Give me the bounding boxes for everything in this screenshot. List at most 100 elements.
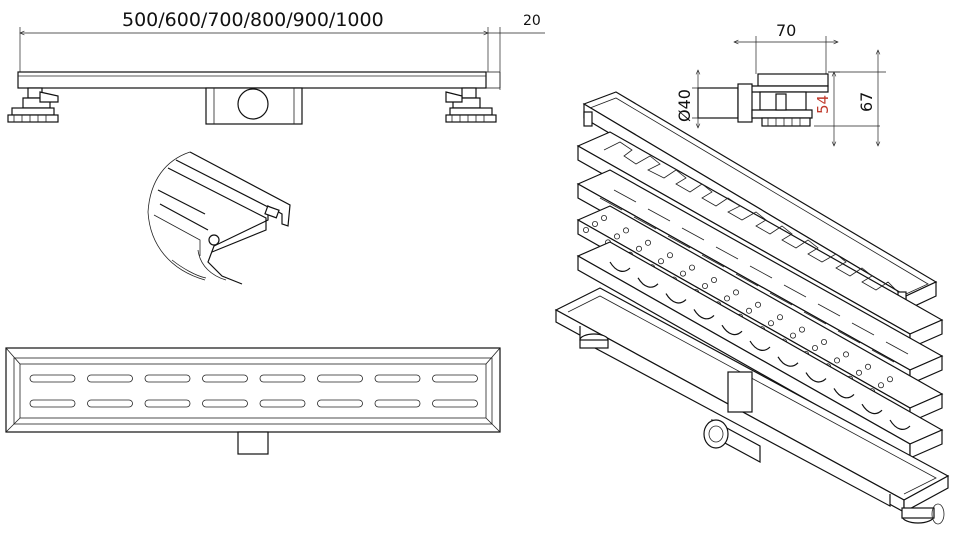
iso-wave [637,277,659,288]
grate-slot [144,399,191,408]
adjustable-foot-right [445,87,497,123]
grate-slot [374,399,421,408]
grate-slots-top-row [29,374,478,383]
iso-slot-openings [599,189,909,363]
iso-slot [871,349,895,363]
profile-detail-view [147,151,291,285]
iso-hole [636,245,643,252]
grate-slot [259,374,306,383]
iso-wave [749,340,771,351]
iso-slot [735,273,759,287]
iso-wave [665,293,687,304]
iso-hole [583,226,590,233]
iso-wave [861,403,883,415]
iso-hole [724,295,731,302]
iso-hole [601,214,608,221]
iso-hole [614,233,621,240]
grate-slots-bottom-row [29,399,478,408]
channel-body-side [17,71,487,89]
iso-wave [693,309,715,320]
grate-frame-outer [5,347,501,433]
iso-hole [733,289,740,296]
grate-slot [87,399,133,408]
section-grate [757,73,829,87]
section-end-view: 70 Ø40 54 67 [675,21,886,146]
iso-outlet-pipe [703,419,729,449]
iso-slot [599,197,623,211]
edge-offset-label: 20 [523,13,541,29]
iso-hole [799,326,806,333]
iso-slot [633,216,657,230]
iso-wave [889,419,911,430]
iso-slot [749,265,773,279]
iso-hole [658,258,665,265]
grate-slot [432,374,478,383]
outlet-pipe-plan [237,431,269,455]
iso-slot [667,235,691,249]
height-high-label: 67 [857,92,876,112]
iso-hole [680,270,687,277]
iso-wave [833,388,855,399]
iso-slot [837,330,861,344]
iso-hole [711,276,718,283]
exploded-isometric-view [554,91,950,525]
iso-hole [856,369,863,376]
side-elevation-view: 500/600/700/800/900/1000 20 [7,9,545,125]
grate-slot [144,374,191,383]
iso-slot [769,292,793,306]
grate-surface [19,363,487,419]
grate-slot [202,374,248,383]
grate-slot [29,374,76,383]
outlet-diameter-label: Ø40 [675,89,694,122]
iso-hole [777,314,784,321]
iso-slot [613,189,637,203]
iso-hole [790,332,797,339]
iso-slot [803,311,827,325]
length-dimension-label: 500/600/700/800/900/1000 [122,9,384,31]
iso-hole [821,338,828,345]
iso-channel-body [554,287,950,525]
height-low-label: 54 [814,95,832,114]
adjustable-foot-left [7,87,59,123]
iso-hole [878,382,885,389]
iso-wave [721,324,743,336]
grate-slot [317,399,363,408]
iso-wave [805,372,827,383]
iso-slot [701,254,725,268]
iso-hole [768,320,775,327]
iso-hole [865,363,872,370]
iso-slot [681,227,705,241]
iso-slot [885,341,909,355]
iso-hole [702,282,709,289]
detail-circle-arc [147,151,191,213]
iso-hole [623,227,630,234]
iso-slot [817,303,841,317]
grate-slot [87,374,133,383]
grate-slot [317,374,363,383]
section-outlet-pipe [697,87,739,119]
iso-hole [645,239,652,246]
iso-slot [715,246,739,260]
grate-slot [374,374,421,383]
grate-slot [202,399,248,408]
iso-hole [755,301,762,308]
iso-hole [746,307,753,314]
iso-wave-cutouts [609,261,911,430]
grate-slot [432,399,478,408]
iso-slot [783,284,807,298]
grate-slot [29,399,76,408]
iso-wave [777,356,799,367]
iso-hole [887,376,894,383]
iso-hole [667,252,674,259]
iso-hole [812,344,819,351]
iso-hole [834,357,841,364]
iso-slot [647,208,671,222]
iso-wave [609,261,631,272]
outlet-pipe-end [237,88,269,120]
grate-slot [259,399,306,408]
iso-hole [843,351,850,358]
iso-slot [851,322,875,336]
iso-hole [592,220,599,227]
top-plan-view [5,347,501,455]
